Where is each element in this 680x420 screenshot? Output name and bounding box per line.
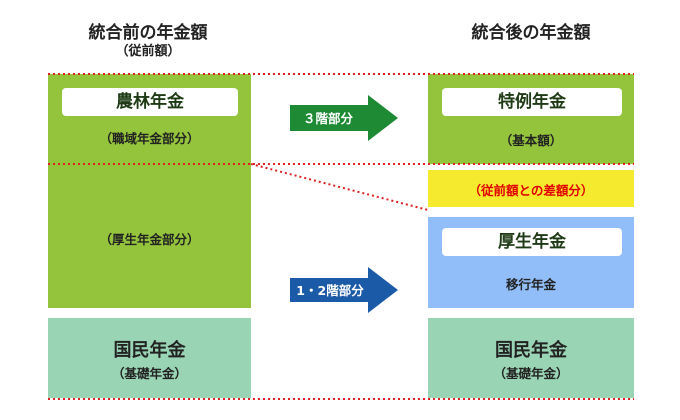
diagonal-dotted-line	[250, 163, 429, 211]
iko-pension-note: 移行年金	[505, 277, 556, 292]
kokumin-pension-block-right	[428, 318, 634, 398]
difference-note: （従前額との差額分）	[468, 183, 594, 198]
upper-arrow	[290, 95, 398, 141]
left-column-subtitle: （従前額）	[115, 44, 181, 59]
difference-block	[428, 170, 634, 207]
right-column-title: 統合後の年金額	[471, 23, 591, 43]
upper-arrow-label: ３階部分	[303, 111, 354, 126]
kokumin-pension-label-right: 国民年金	[495, 340, 567, 361]
shokuiki-part-note: （職域年金部分）	[99, 131, 200, 146]
noringyo-pension-label: 農林年金	[62, 88, 238, 116]
left-column-title: 統合前の年金額	[88, 23, 208, 43]
kokumin-pension-label-left: 国民年金	[113, 340, 186, 361]
tokurei-pension-label: 特例年金	[442, 88, 622, 116]
kiso-pension-note-right: （基礎年金）	[493, 366, 569, 381]
lower-arrow-label: 1・2階部分	[296, 283, 364, 298]
kiso-pension-note-left: （基礎年金）	[111, 366, 187, 381]
kokumin-pension-block-left	[48, 318, 251, 398]
kihon-amount-note: （基本額）	[499, 133, 563, 148]
lower-arrow	[290, 267, 398, 313]
kosei-part-note: （厚生年金部分）	[99, 232, 200, 247]
kosei-pension-label: 厚生年金	[442, 228, 622, 256]
